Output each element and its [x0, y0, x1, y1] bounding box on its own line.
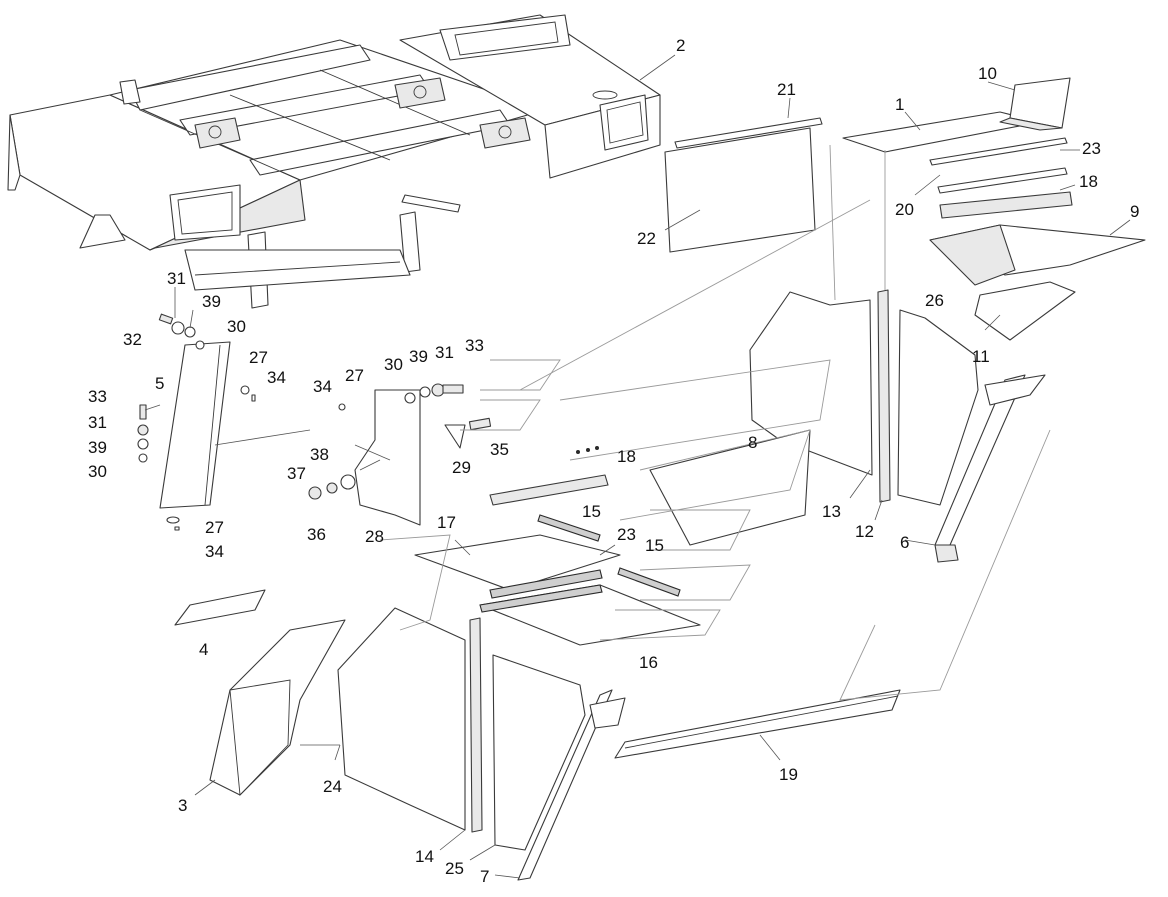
callout-3: 3: [178, 796, 187, 815]
leader-lines: [144, 54, 1131, 879]
callout-19: 19: [779, 765, 798, 784]
callout-13: 13: [822, 502, 841, 521]
callout-16: 16: [639, 653, 658, 672]
callout-39: 39: [409, 347, 428, 366]
callout-38: 38: [310, 445, 329, 464]
callout-9: 9: [1130, 202, 1139, 221]
callout-30: 30: [384, 355, 403, 374]
left-middle-parts: [159, 341, 901, 881]
callout-34: 34: [313, 377, 332, 396]
callout-34: 34: [267, 368, 286, 387]
callout-30: 30: [227, 317, 246, 336]
callout-33: 33: [465, 336, 484, 355]
callout-25: 25: [445, 859, 464, 878]
callout-29: 29: [452, 458, 471, 477]
callout-10: 10: [978, 64, 997, 83]
callout-18: 18: [617, 447, 636, 466]
assembly-guide-lines: [379, 144, 1051, 701]
callout-12: 12: [855, 522, 874, 541]
callout-17: 17: [437, 513, 456, 532]
callout-27: 27: [345, 366, 364, 385]
callout-6: 6: [900, 533, 909, 552]
callout-15: 15: [645, 536, 664, 555]
callout-36: 36: [307, 525, 326, 544]
callout-27: 27: [205, 518, 224, 537]
callout-20: 20: [895, 200, 914, 219]
callout-39: 39: [202, 292, 221, 311]
callout-labels: 2 21 10 1 23 18 20 9 22 26 11 31 39 30 3…: [88, 36, 1139, 886]
callout-35: 35: [490, 440, 509, 459]
callout-7: 7: [480, 867, 489, 886]
callout-15: 15: [582, 502, 601, 521]
callout-31: 31: [88, 413, 107, 432]
callout-18: 18: [1079, 172, 1098, 191]
callout-32: 32: [123, 330, 142, 349]
callout-27: 27: [249, 348, 268, 367]
fasteners: [137, 313, 599, 531]
center-parts: [354, 389, 811, 646]
callout-8: 8: [748, 433, 757, 452]
callout-4: 4: [199, 640, 208, 659]
callout-23: 23: [1082, 139, 1101, 158]
callout-26: 26: [925, 291, 944, 310]
callout-24: 24: [323, 777, 342, 796]
callout-1: 1: [895, 95, 904, 114]
callout-28: 28: [365, 527, 384, 546]
callout-5: 5: [155, 374, 164, 393]
callout-34: 34: [205, 542, 224, 561]
callout-2: 2: [676, 36, 685, 55]
callout-39: 39: [88, 438, 107, 457]
upper-right-parts: [664, 77, 1146, 341]
callout-23: 23: [617, 525, 636, 544]
callout-31: 31: [167, 269, 186, 288]
callout-22: 22: [637, 229, 656, 248]
callout-37: 37: [287, 464, 306, 483]
callout-30: 30: [88, 462, 107, 481]
callout-31: 31: [435, 343, 454, 362]
main-frame: [7, 14, 661, 309]
right-side-panels: [749, 289, 1046, 563]
callout-21: 21: [777, 80, 796, 99]
callout-11: 11: [972, 347, 990, 366]
callout-33: 33: [88, 387, 107, 406]
callout-14: 14: [415, 847, 434, 866]
